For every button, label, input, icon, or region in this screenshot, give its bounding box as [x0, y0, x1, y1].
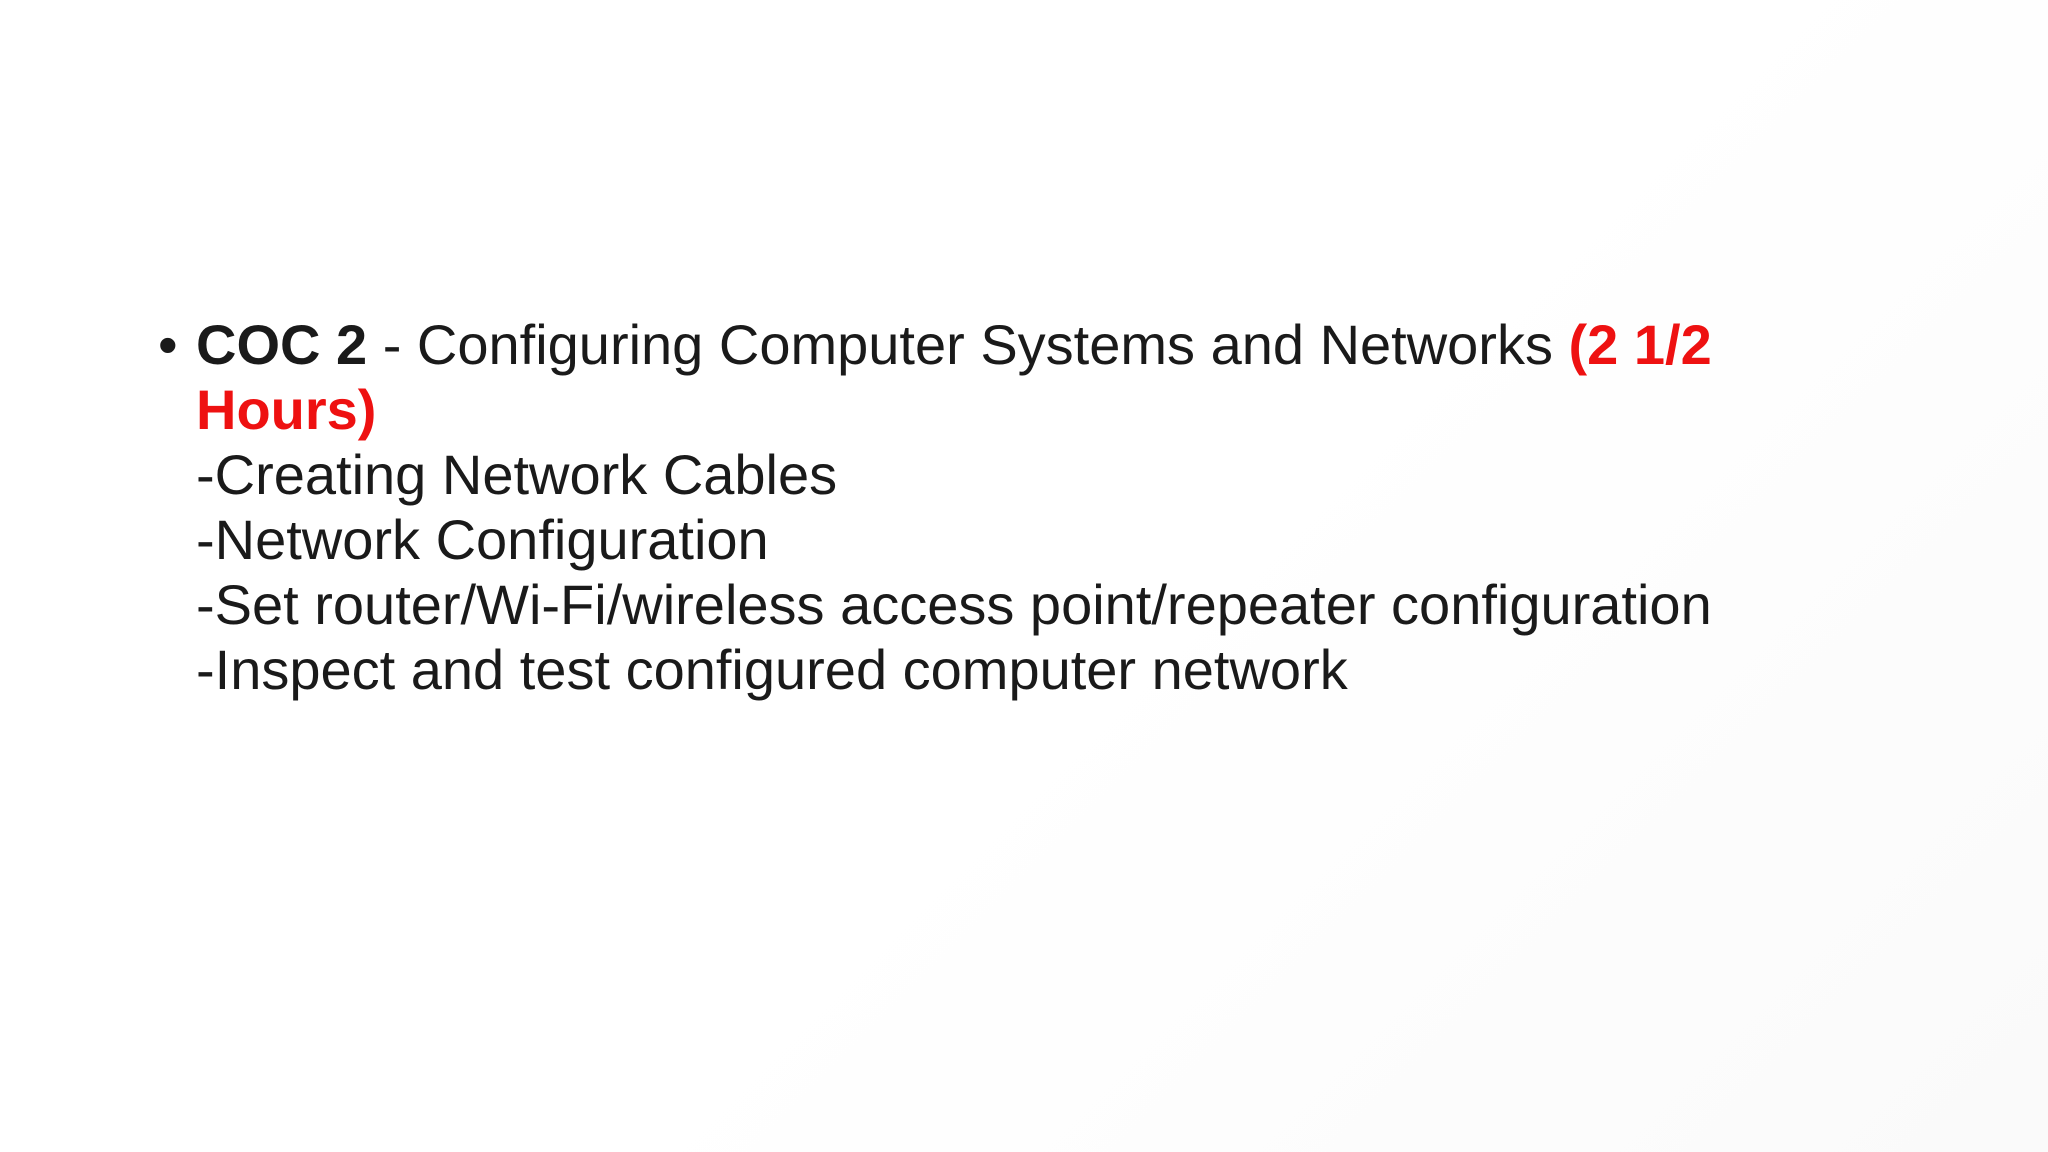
sub-item-creating-cables: -Creating Network Cables: [196, 443, 838, 506]
bullet-duration-line: Hours): [196, 377, 1878, 442]
sub-item-network-configuration: -Network Configuration: [196, 508, 769, 571]
bullet-mark: •: [158, 313, 178, 376]
duration-part-2: Hours): [196, 378, 377, 441]
bullet-title-line: COC 2 - Configuring Computer Systems and…: [196, 312, 1878, 377]
course-title: - Configuring Computer Systems and Netwo…: [367, 313, 1569, 376]
duration-part-1: (2 1/2: [1568, 313, 1712, 376]
sub-item-router-configuration: -Set router/Wi-Fi/wireless access point/…: [196, 573, 1712, 636]
course-code: COC 2: [196, 313, 368, 376]
bullet-item: • COC 2 - Configuring Computer Systems a…: [158, 312, 1878, 702]
bullet-body: COC 2 - Configuring Computer Systems and…: [196, 312, 1878, 702]
sub-item-inspect-test: -Inspect and test configured computer ne…: [196, 638, 1348, 701]
